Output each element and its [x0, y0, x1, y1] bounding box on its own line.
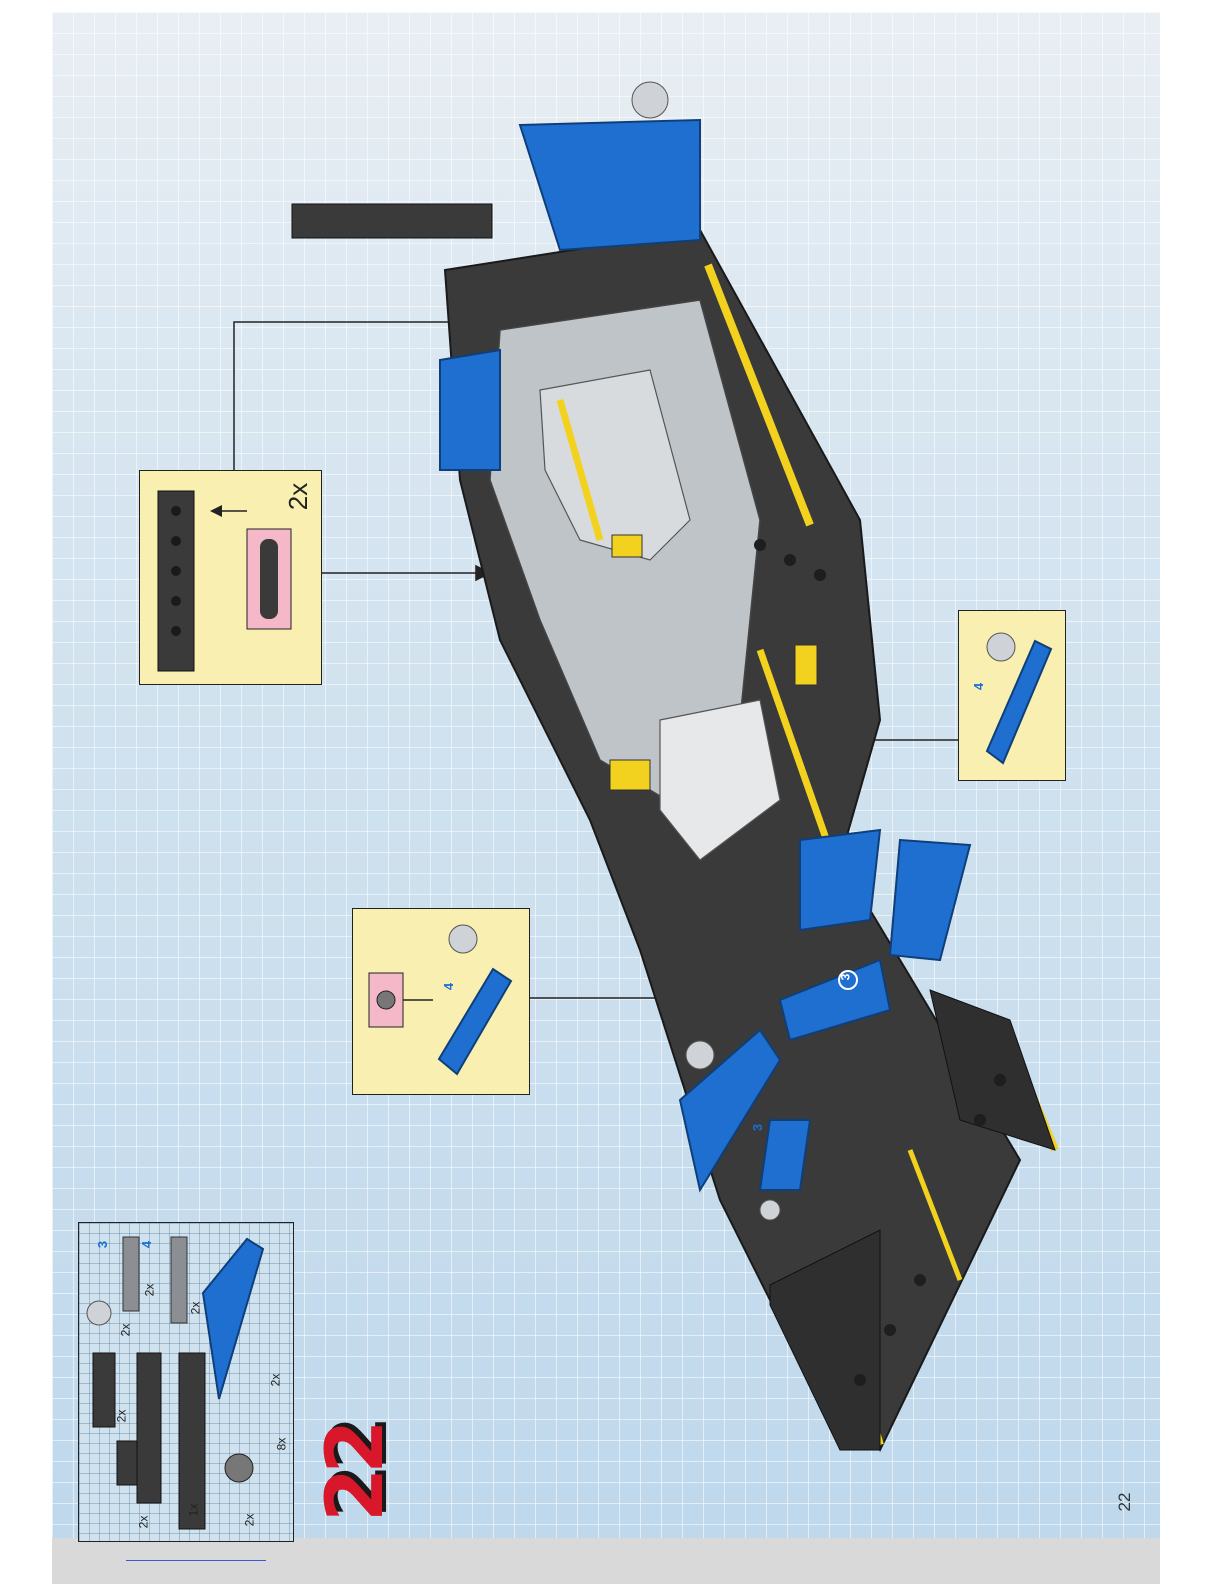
parts-count-3: 2x: [242, 1514, 256, 1527]
page-number: 22: [1115, 1487, 1139, 1517]
step-number: 22: [318, 1402, 394, 1522]
model-marker-b: 3: [750, 1124, 765, 1131]
callout-right: 4: [958, 610, 1066, 781]
callout-left-art: [353, 909, 529, 1094]
parts-list-art: [79, 1223, 293, 1541]
callout-right-art: [959, 611, 1065, 780]
parts-list: 2x 1x 2x 2x 8x 2x 2x 2x 2x 3 4: [78, 1222, 294, 1542]
chassis: [292, 82, 1055, 1450]
parts-num-4: 4: [139, 1241, 154, 1248]
callout-left-number: 4: [441, 983, 456, 990]
parts-count-5: 8x: [274, 1438, 288, 1451]
model-marker-a: 3: [838, 974, 852, 981]
parts-count-7: 2x: [118, 1324, 132, 1337]
parts-count-4: 2x: [114, 1410, 128, 1423]
callout-right-number: 4: [971, 683, 986, 690]
parts-count-2: 1x: [186, 1504, 200, 1517]
callout-left: 4: [352, 908, 530, 1095]
parts-num-3: 3: [95, 1241, 110, 1248]
parts-count-1: 2x: [136, 1516, 150, 1529]
callout-top-multiplier: 2x: [283, 483, 314, 510]
parts-count-6: 2x: [268, 1374, 282, 1387]
parts-count-9: 2x: [188, 1302, 202, 1315]
callout-top: 2x: [139, 470, 322, 685]
parts-count-8: 2x: [142, 1284, 156, 1297]
